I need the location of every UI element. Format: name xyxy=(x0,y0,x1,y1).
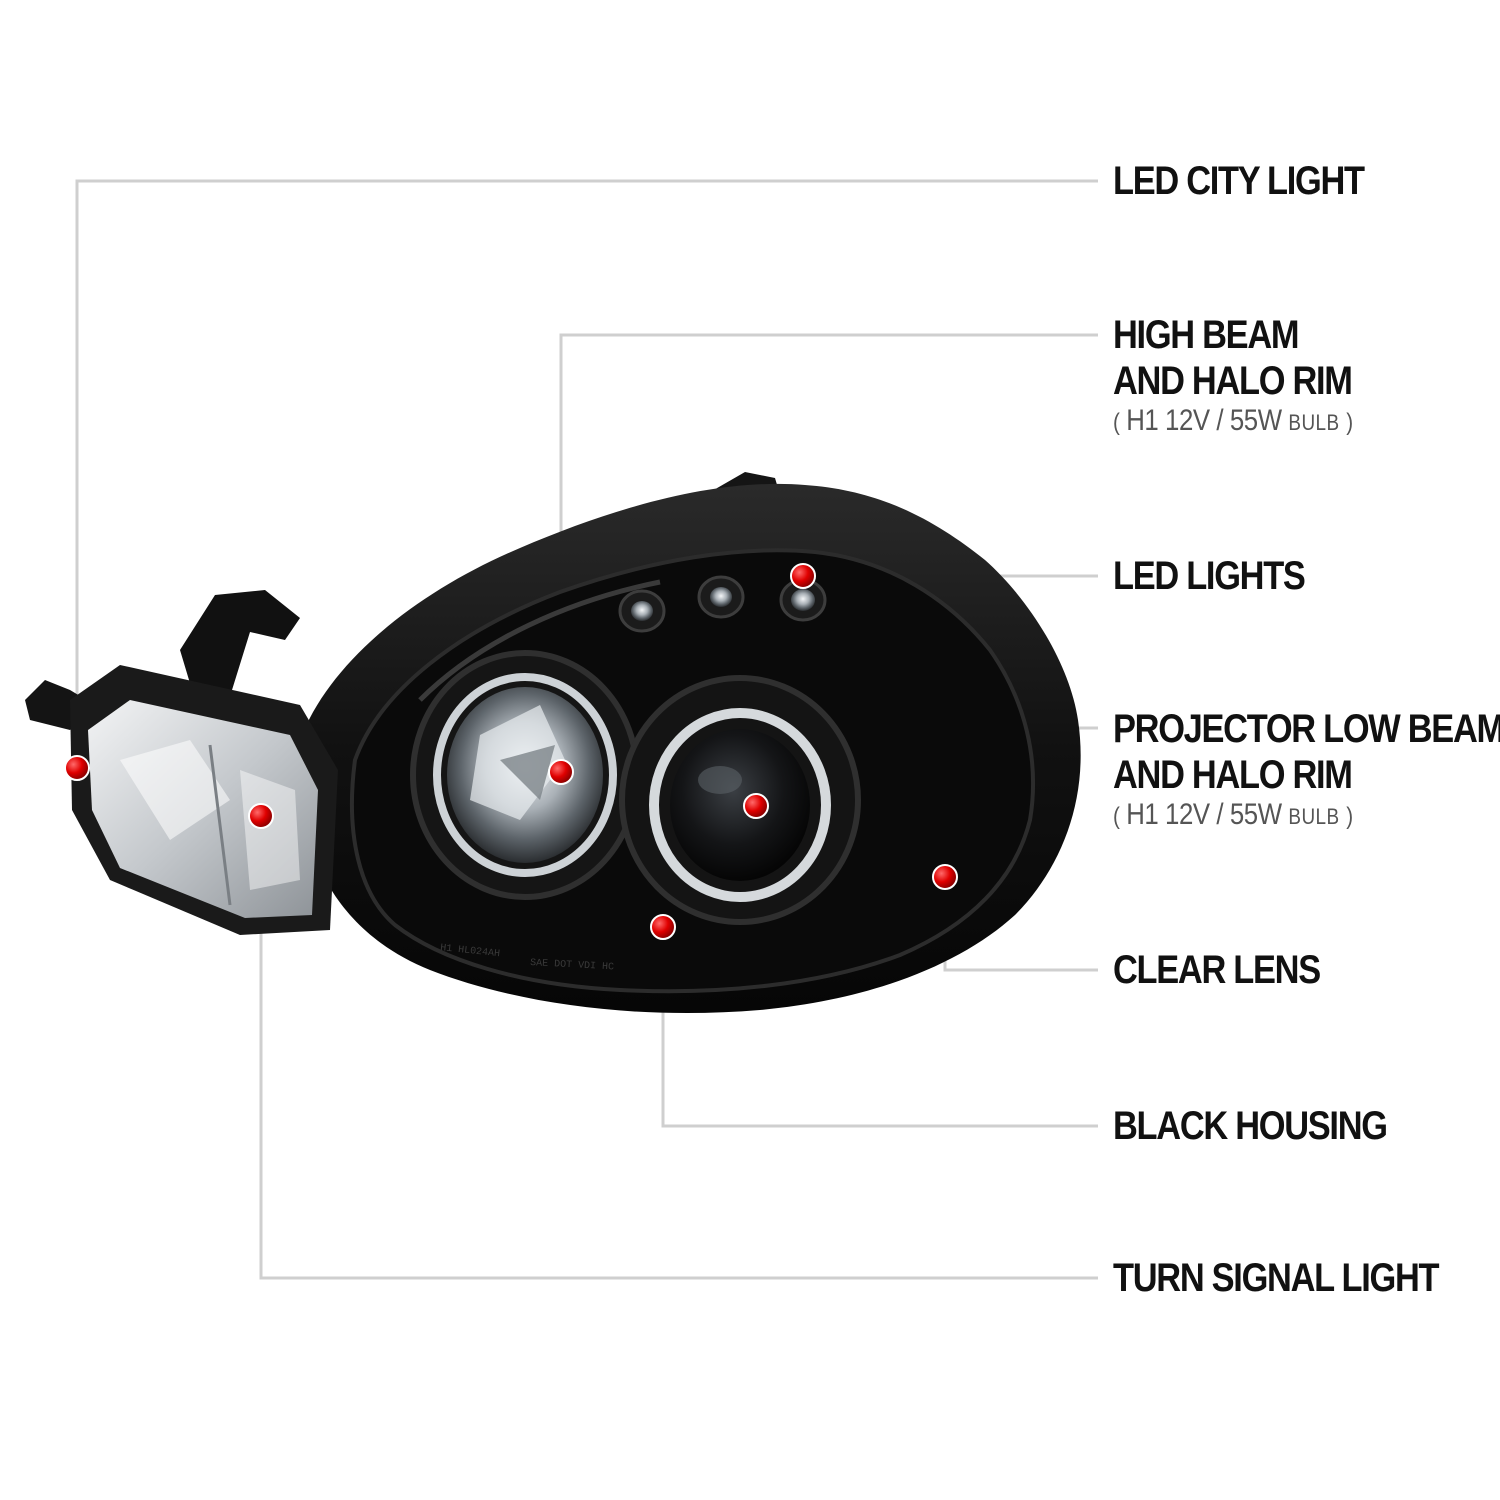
spec-bulb-unit: BULB xyxy=(1288,804,1340,829)
callout-led-lights: LED LIGHTS xyxy=(1113,553,1306,599)
led-light-3 xyxy=(779,578,827,622)
callout-projector-low-beam-line1: PROJECTOR LOW BEAM xyxy=(1113,707,1500,751)
callout-led-city-light-title: LED CITY LIGHT xyxy=(1113,159,1365,203)
callout-projector-low-beam-line2: AND HALO RIM xyxy=(1113,753,1353,797)
callout-clear-lens-title: CLEAR LENS xyxy=(1113,948,1321,992)
mounting-bracket-top xyxy=(180,590,300,700)
high-beam-halo xyxy=(410,650,640,900)
corner-turn-signal-lamp xyxy=(70,665,338,935)
callout-black-housing: BLACK HOUSING xyxy=(1113,1103,1388,1149)
spec-open-paren: ( xyxy=(1113,803,1120,830)
spec-close-paren: ) xyxy=(1346,409,1353,436)
red-dot-icon xyxy=(932,864,958,890)
marker-dots xyxy=(64,563,958,940)
callout-high-beam-line2: AND HALO RIM xyxy=(1113,359,1353,403)
red-dot-icon xyxy=(743,793,769,819)
spec-open-paren: ( xyxy=(1113,409,1120,436)
leader-turn-signal xyxy=(259,816,1098,1280)
red-dot-icon xyxy=(548,759,574,785)
callout-high-beam-line1: HIGH BEAM xyxy=(1113,313,1300,357)
callout-black-housing-title: BLACK HOUSING xyxy=(1113,1104,1388,1148)
spec-bulb-rating: H1 12V / 55W xyxy=(1126,798,1282,831)
led-lights-row xyxy=(618,575,827,633)
headlight-assembly: H1 HL024AH SAE DOT VDI HC xyxy=(25,472,1081,1014)
callout-projector-low-beam: PROJECTOR LOW BEAM AND HALO RIM ( H1 12V… xyxy=(1113,706,1500,834)
red-dot-icon xyxy=(650,914,676,940)
callout-high-beam-spec: ( H1 12V / 55W BULB ) xyxy=(1113,404,1353,440)
red-dot-icon xyxy=(64,755,90,781)
callout-turn-signal-light-title: TURN SIGNAL LIGHT xyxy=(1113,1256,1440,1300)
callout-turn-signal-light: TURN SIGNAL LIGHT xyxy=(1113,1255,1440,1301)
red-dot-icon xyxy=(790,563,816,589)
callout-led-city-light: LED CITY LIGHT xyxy=(1113,158,1365,204)
housing-print-line2: SAE DOT VDI HC xyxy=(530,958,614,973)
spec-close-paren: ) xyxy=(1346,803,1353,830)
callout-clear-lens: CLEAR LENS xyxy=(1113,947,1321,993)
callout-led-lights-title: LED LIGHTS xyxy=(1113,554,1306,598)
bezel-highlight xyxy=(418,579,661,702)
red-dot-icon xyxy=(248,803,274,829)
callout-projector-low-beam-spec: ( H1 12V / 55W BULB ) xyxy=(1113,798,1500,834)
callout-high-beam: HIGH BEAM AND HALO RIM ( H1 12V / 55W BU… xyxy=(1113,312,1353,440)
led-light-2 xyxy=(697,575,745,619)
spec-bulb-rating: H1 12V / 55W xyxy=(1126,404,1282,437)
spec-bulb-unit: BULB xyxy=(1288,410,1340,435)
leader-led-city-light xyxy=(75,179,1098,768)
projector-low-beam-halo xyxy=(619,675,861,925)
led-light-1 xyxy=(618,589,666,633)
